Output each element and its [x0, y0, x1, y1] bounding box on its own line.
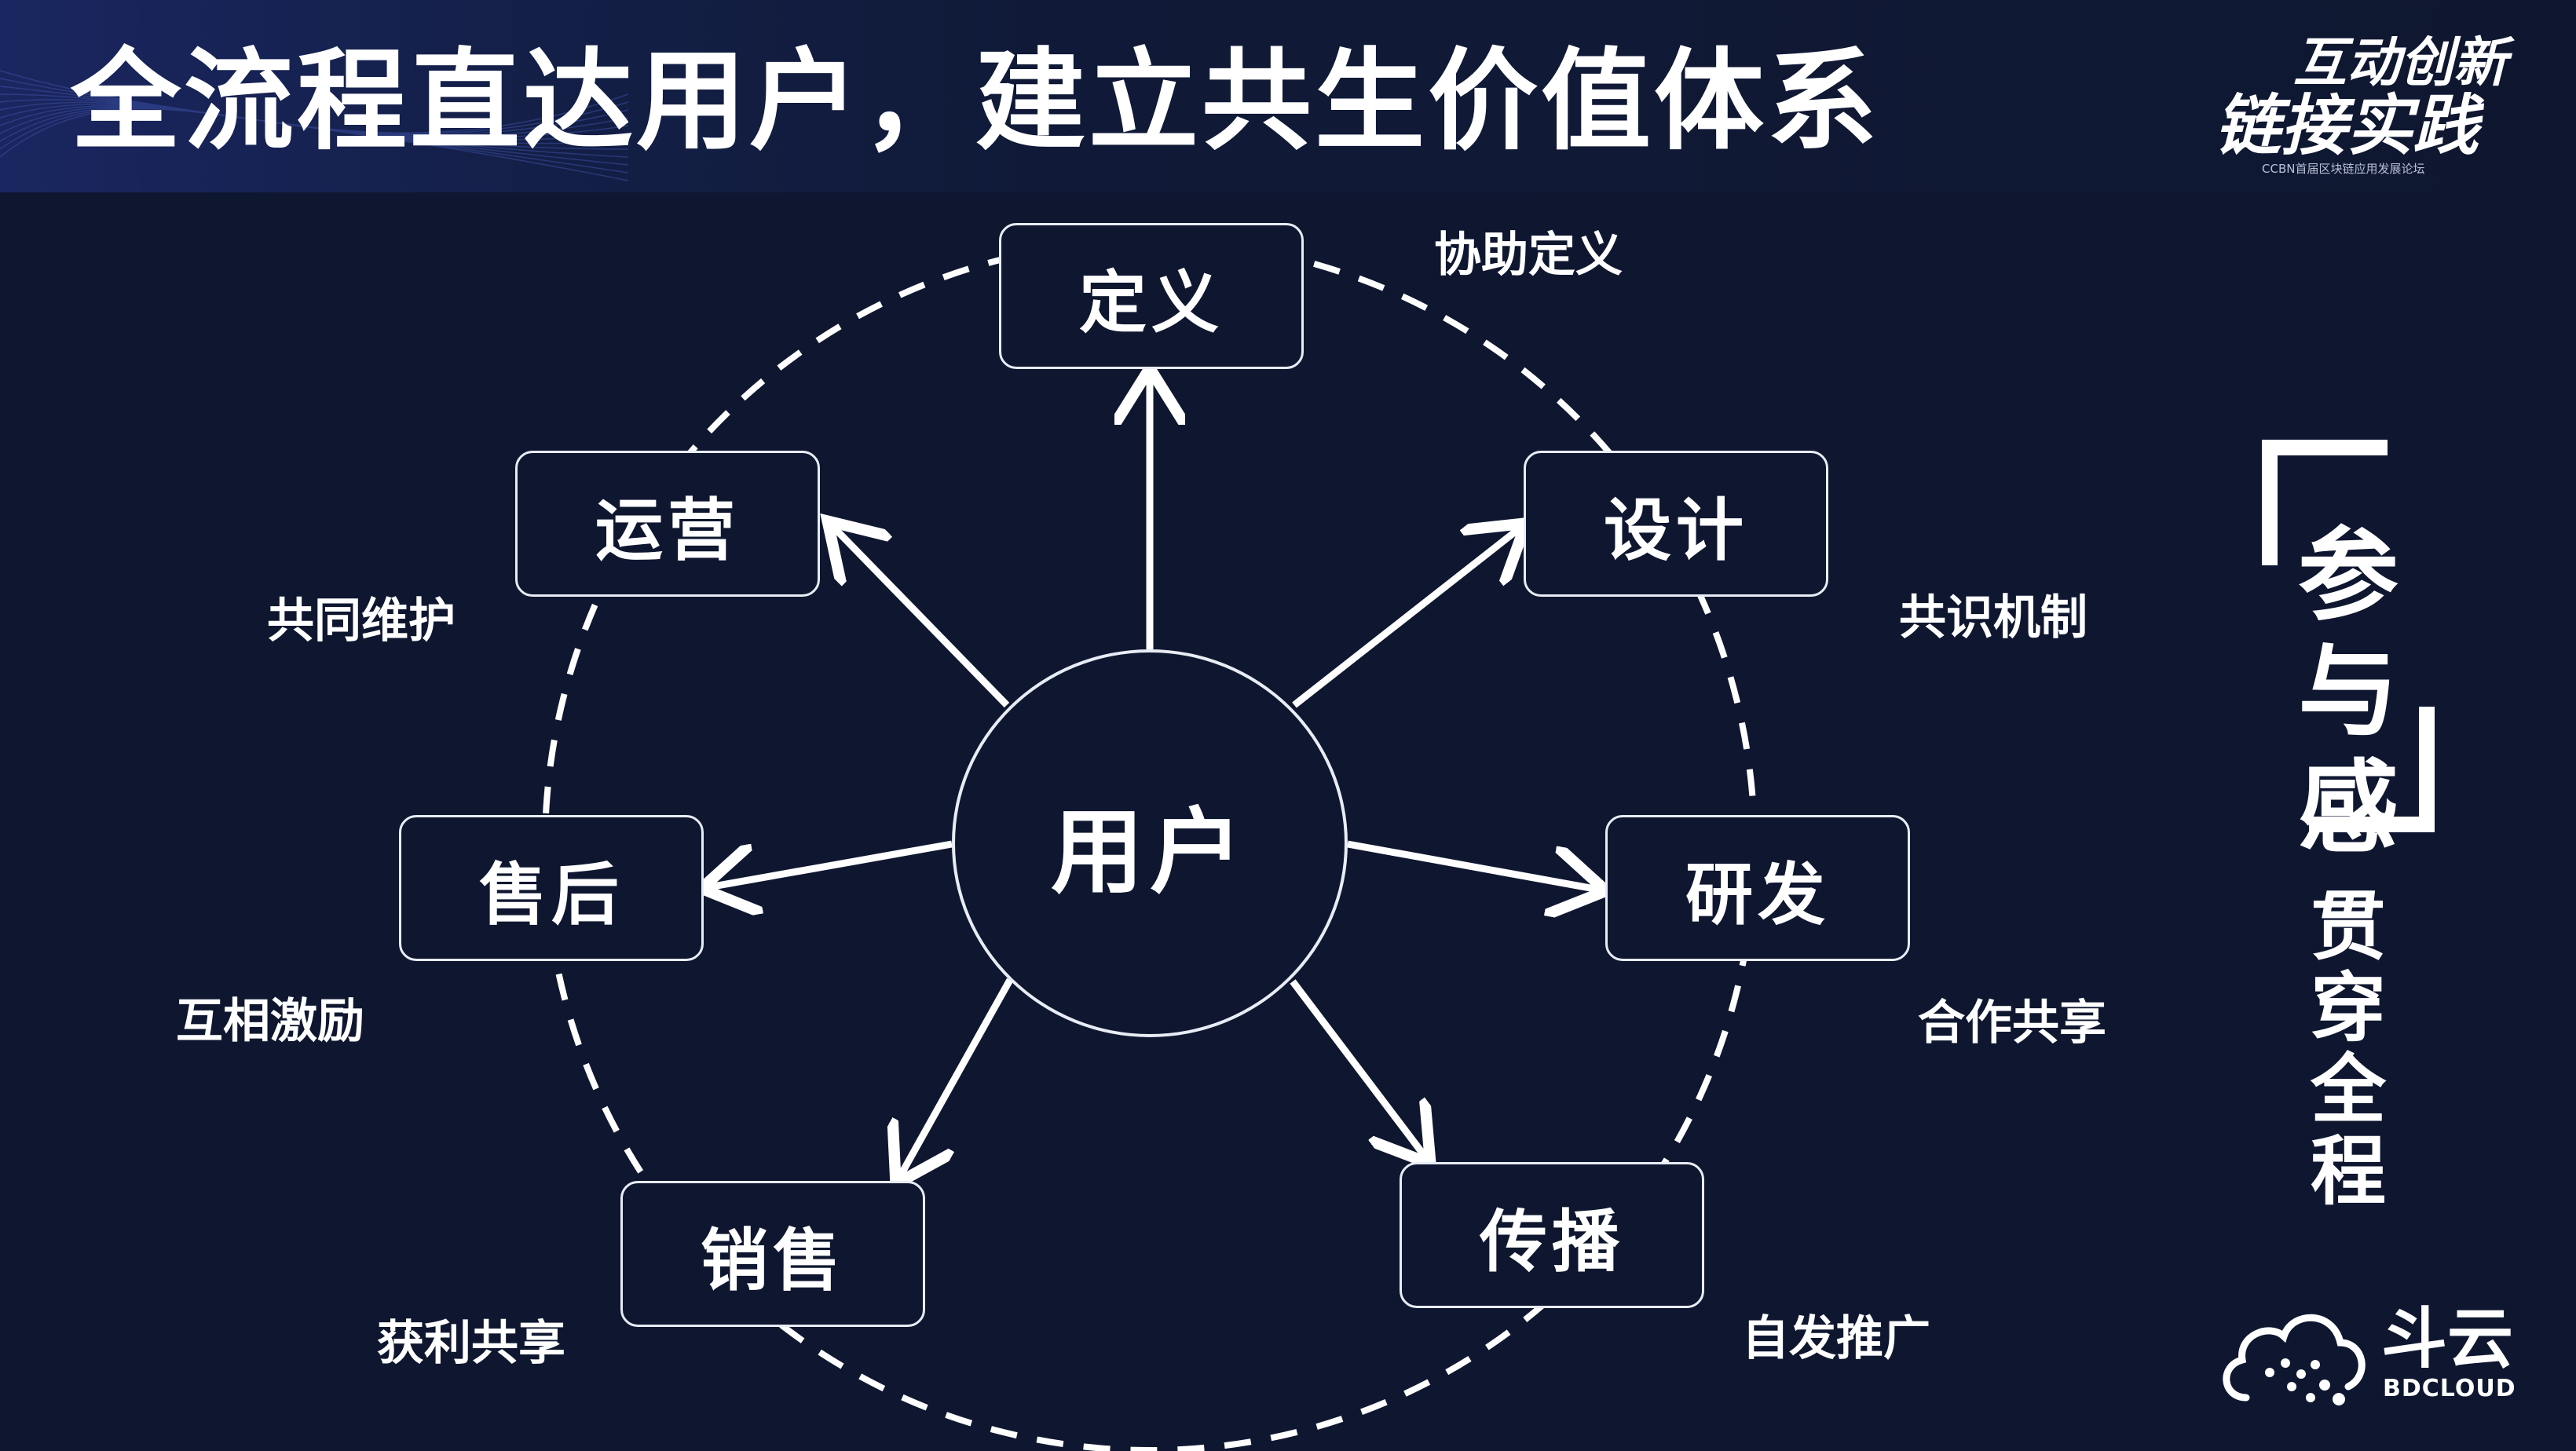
side-subline: 贯穿全程 [2311, 883, 2386, 1215]
edge-label-mutual-incentive: 互相激励 [176, 994, 364, 1049]
edge-label-co-maintain: 共同维护 [267, 594, 456, 649]
node-design-label: 设计 [1604, 491, 1748, 570]
bracket-bottom-icon [2309, 707, 2435, 832]
node-define: 定义 [999, 223, 1304, 369]
brand-logo: 斗云 BDCLOUD [2215, 1288, 2516, 1413]
arrow-to-aftersales [708, 840, 953, 887]
title-band [0, 0, 2576, 192]
center-node-label: 用户 [1050, 797, 1249, 906]
arrow-to-sales [899, 978, 1013, 1178]
arrow-to-design [1292, 528, 1520, 708]
node-develop-label: 研发 [1685, 855, 1830, 934]
edge-label-self-promote: 自发推广 [1742, 1311, 1930, 1366]
event-logo-subtitle: CCBN首届区块链应用发展论坛 [2262, 162, 2425, 176]
side-panel: 参与感 贯穿全程 [2262, 440, 2442, 1212]
arrow-to-spread [1290, 979, 1426, 1158]
node-develop: 研发 [1605, 815, 1910, 961]
node-aftersales: 售后 [399, 815, 704, 961]
event-logo-line1: 互动创新 [2293, 31, 2508, 94]
event-logo: 互动创新 链接实践 CCBN首届区块链应用发展论坛 [2199, 31, 2513, 188]
node-design: 设计 [1524, 451, 1828, 597]
node-define-label: 定义 [1079, 263, 1224, 342]
brand-name: 斗云 [2381, 1300, 2514, 1377]
node-sales-label: 销售 [701, 1221, 845, 1300]
brand-english: BDCLOUD [2383, 1375, 2516, 1402]
center-node-user: 用户 [952, 649, 1348, 1037]
arrow-to-operation [832, 526, 1010, 708]
bracket-top-icon [2262, 440, 2388, 565]
node-operation: 运营 [515, 451, 820, 597]
edge-label-profit-share: 获利共享 [377, 1316, 565, 1371]
node-aftersales-label: 售后 [479, 855, 624, 934]
page-title: 全流程直达用户，建立共生价值体系 [71, 38, 1881, 166]
cloud-dots-icon [2223, 1314, 2366, 1405]
wave-decoration-icon [0, 70, 628, 181]
event-logo-line2: 链接实践 [2215, 86, 2479, 164]
edge-label-consensus: 共识机制 [1899, 590, 2088, 645]
node-spread-label: 传播 [1480, 1202, 1624, 1281]
edge-label-cooperate-share: 合作共享 [1918, 996, 2106, 1051]
edge-label-assist-define: 协助定义 [1434, 228, 1623, 283]
arrow-to-develop [1347, 840, 1599, 890]
side-headline: 参与感 [2297, 517, 2399, 867]
node-sales: 销售 [620, 1181, 925, 1327]
node-operation-label: 运营 [595, 491, 740, 570]
node-spread: 传播 [1400, 1162, 1704, 1308]
